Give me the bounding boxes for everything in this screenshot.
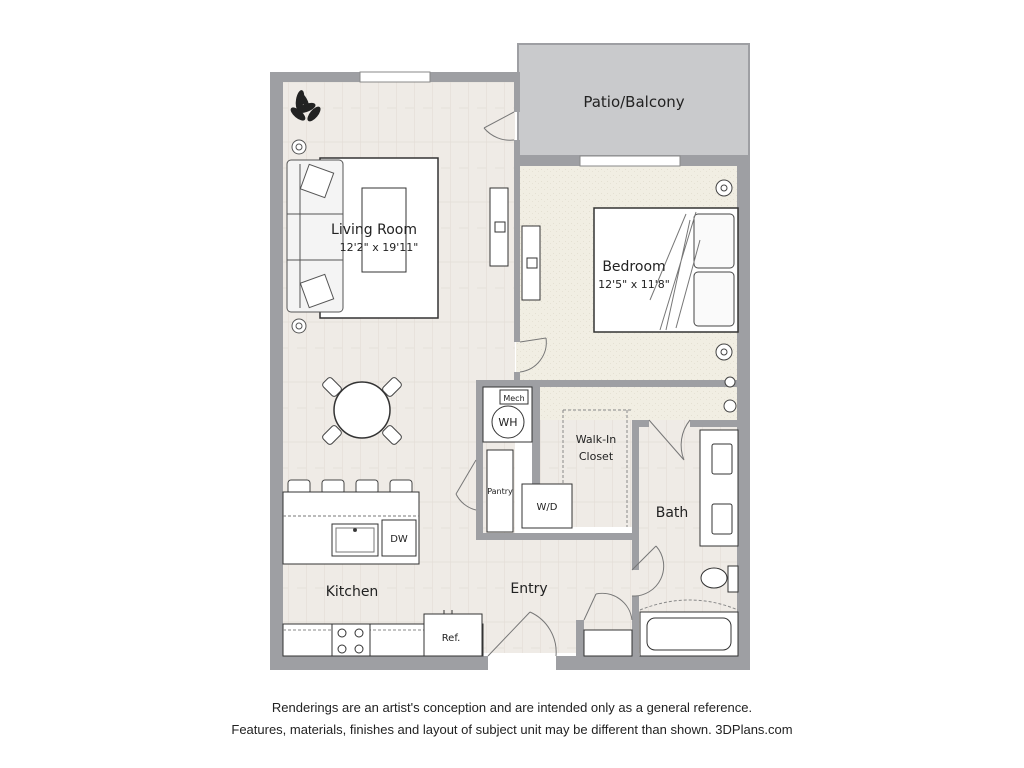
mech-label: Mech [503, 394, 524, 403]
walk-in-closet [521, 409, 632, 529]
door-swings [455, 111, 691, 657]
entry-label: Entry [510, 581, 547, 597]
refrigerator-label: Ref. [442, 633, 461, 644]
closet-label-line1: Walk-In [576, 433, 617, 446]
disclaimer-line-2: Features, materials, finishes and layout… [231, 722, 793, 737]
floor-plan: Patio/Balcony [270, 43, 750, 670]
pillow [299, 273, 335, 309]
disclaimer: Renderings are an artist's conception an… [0, 697, 1024, 741]
bedroom-dims: 12'5" x 11'8" [598, 278, 670, 291]
bath-label: Bath [656, 505, 689, 521]
lamp-icon [715, 343, 733, 361]
kitchen-island [282, 479, 420, 565]
pillow [299, 163, 335, 199]
lamp-icon [291, 318, 307, 334]
bedroom-furniture [521, 179, 739, 413]
linen-closet [583, 629, 633, 657]
living-room-label: Living Room [331, 222, 417, 238]
water-heater-label: WH [498, 416, 517, 429]
dishwasher [381, 519, 417, 557]
pantry-label: Pantry [487, 487, 513, 496]
refrigerator [423, 613, 483, 657]
bath-fixtures [583, 429, 739, 657]
mechanical-closet [482, 386, 533, 443]
living-room-dims: 12'2" x 19'11" [340, 241, 419, 254]
closet-label-line2: Closet [579, 450, 614, 463]
plant-icon [724, 376, 736, 388]
living-room-furniture [286, 90, 509, 334]
lamp-icon [291, 139, 307, 155]
washer-dryer-label: W/D [537, 502, 558, 513]
kitchen-counter [282, 610, 484, 657]
dishwasher-label: DW [390, 534, 408, 545]
washer-dryer [521, 483, 573, 529]
cooktop [331, 623, 371, 657]
disclaimer-line-1: Renderings are an artist's conception an… [271, 700, 753, 715]
pantry [486, 449, 514, 533]
dresser [521, 225, 541, 301]
lamp-icon [715, 179, 733, 197]
toilet [700, 567, 728, 589]
kitchen-label: Kitchen [326, 584, 379, 600]
media-console [489, 187, 509, 267]
coffee-table [361, 187, 407, 273]
water-heater [491, 405, 525, 439]
windows [359, 71, 681, 167]
bedroom-label: Bedroom [602, 259, 665, 275]
patio-label: Patio/Balcony [583, 93, 684, 111]
plant-icon [290, 90, 321, 122]
sofa [286, 159, 344, 313]
dining-table [322, 377, 402, 445]
patio-balcony: Patio/Balcony [517, 43, 750, 157]
